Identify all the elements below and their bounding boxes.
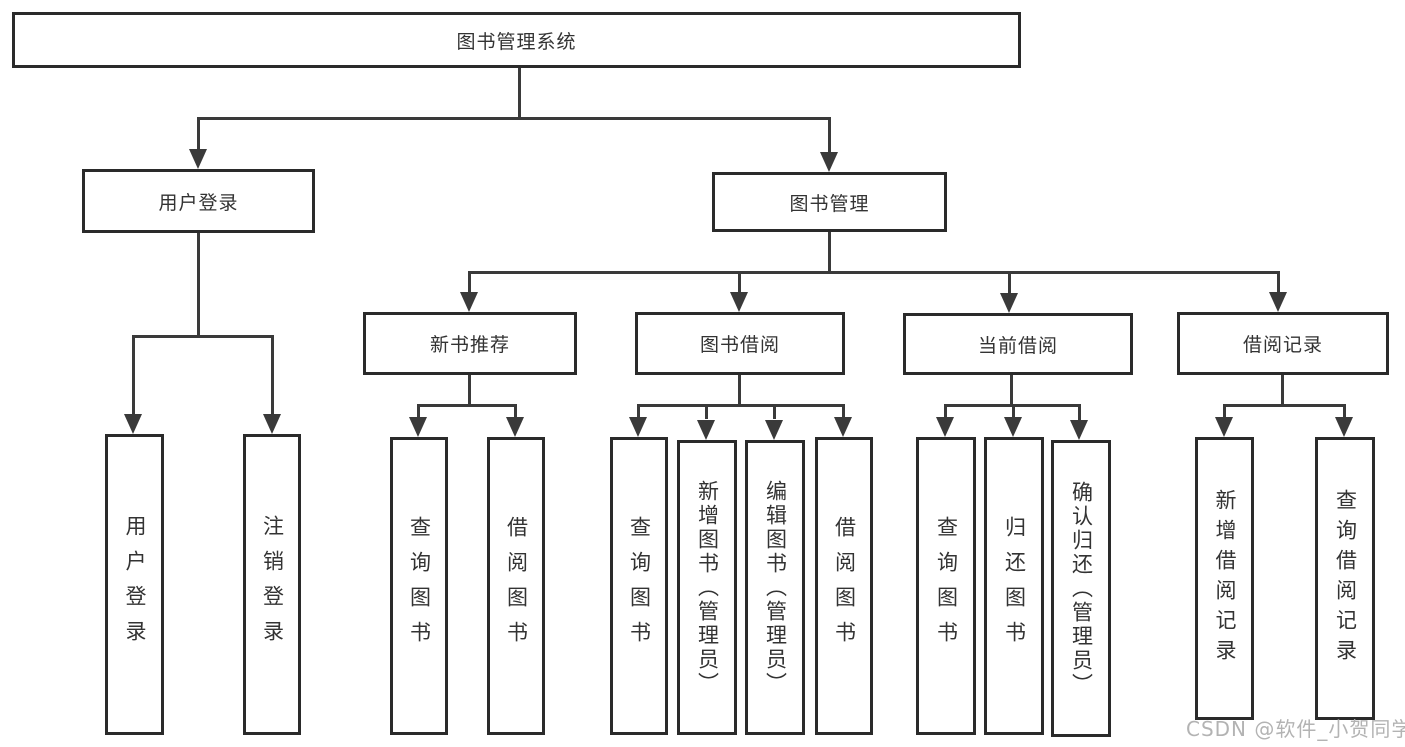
connector-line xyxy=(132,335,274,338)
leaf-query-books-recommend: 查询图书 xyxy=(390,437,448,735)
connector-line xyxy=(738,271,741,295)
arrow-down-icon xyxy=(936,417,954,437)
node-label: 图书管理系统 xyxy=(456,30,577,53)
leaf-borrow-books-borrowing: 借阅图书 xyxy=(815,437,873,735)
node-label: 新增借阅记录 xyxy=(1213,488,1237,669)
node-library-management-system: 图书管理系统 xyxy=(12,12,1021,68)
connector-line xyxy=(1281,375,1284,406)
node-label: 新书推荐 xyxy=(429,334,510,356)
arrow-down-icon xyxy=(1004,417,1022,437)
connector-line xyxy=(1012,404,1015,419)
leaf-logout: 注销登录 xyxy=(243,434,301,735)
arrow-down-icon xyxy=(1215,417,1233,437)
arrow-down-icon xyxy=(1269,292,1287,312)
node-book-management: 图书管理 xyxy=(712,172,947,232)
node-label: 用户登录 xyxy=(158,191,239,214)
arrow-down-icon xyxy=(765,420,783,440)
node-label: 图书管理 xyxy=(789,192,870,215)
node-label: 图书借阅 xyxy=(699,334,780,356)
leaf-user-login: 用户登录 xyxy=(105,434,164,735)
arrow-down-icon xyxy=(697,420,715,440)
connector-line xyxy=(468,375,471,406)
connector-line xyxy=(944,404,947,419)
arrow-down-icon xyxy=(506,417,524,437)
node-label: 编辑图书（管理员） xyxy=(763,479,788,696)
connector-line xyxy=(417,404,517,407)
arrow-down-icon xyxy=(1000,293,1018,313)
leaf-add-borrow-record: 新增借阅记录 xyxy=(1195,437,1254,720)
node-borrowing-records: 借阅记录 xyxy=(1177,312,1389,375)
node-current-borrowing: 当前借阅 xyxy=(903,313,1133,375)
node-label: 注销登录 xyxy=(260,514,285,655)
connector-line xyxy=(637,404,640,419)
arrow-down-icon xyxy=(460,292,478,312)
connector-line xyxy=(828,232,831,273)
node-label: 确认归还（管理员） xyxy=(1069,480,1094,697)
node-label: 借阅记录 xyxy=(1242,334,1323,356)
leaf-query-books-current: 查询图书 xyxy=(916,437,976,735)
connector-line xyxy=(417,404,420,419)
leaf-add-books-admin: 新增图书（管理员） xyxy=(677,440,737,735)
node-new-book-recommendation: 新书推荐 xyxy=(363,312,577,375)
arrow-down-icon xyxy=(629,417,647,437)
leaf-borrow-books-recommend: 借阅图书 xyxy=(487,437,545,735)
connector-line xyxy=(1008,271,1011,296)
node-label: 查询图书 xyxy=(627,516,652,656)
arrow-down-icon xyxy=(409,417,427,437)
leaf-query-books-borrowing: 查询图书 xyxy=(610,437,668,735)
connector-line xyxy=(468,271,1280,274)
arrow-down-icon xyxy=(1070,420,1088,440)
node-label: 查询图书 xyxy=(407,516,432,656)
leaf-confirm-return-admin: 确认归还（管理员） xyxy=(1051,440,1111,737)
arrow-down-icon xyxy=(263,414,281,434)
connector-line xyxy=(637,404,845,407)
leaf-query-borrow-record: 查询借阅记录 xyxy=(1315,437,1375,720)
connector-line xyxy=(828,117,831,155)
connector-line xyxy=(197,117,831,120)
arrow-down-icon xyxy=(189,149,207,169)
connector-line xyxy=(773,404,776,419)
node-label: 当前借阅 xyxy=(977,334,1058,357)
connector-line xyxy=(197,233,200,337)
connector-line xyxy=(514,404,517,419)
arrow-down-icon xyxy=(1335,417,1353,437)
node-label: 查询图书 xyxy=(934,516,959,656)
connector-line xyxy=(1010,375,1013,406)
connector-line xyxy=(705,404,708,419)
arrow-down-icon xyxy=(730,292,748,312)
arrow-down-icon xyxy=(124,414,142,434)
connector-line xyxy=(1078,404,1081,421)
connector-line xyxy=(738,375,741,406)
node-label: 借阅图书 xyxy=(832,516,857,656)
leaf-edit-books-admin: 编辑图书（管理员） xyxy=(745,440,805,735)
connector-line xyxy=(842,404,845,419)
arrow-down-icon xyxy=(820,152,838,172)
leaf-return-books: 归还图书 xyxy=(984,437,1044,735)
arrow-down-icon xyxy=(834,417,852,437)
node-book-borrowing: 图书借阅 xyxy=(635,312,845,375)
node-label: 查询借阅记录 xyxy=(1333,488,1358,669)
node-label: 用户登录 xyxy=(123,514,147,655)
connector-line xyxy=(1223,404,1226,419)
connector-line xyxy=(518,68,521,118)
csdn-watermark: CSDN @软件_小贺同学 xyxy=(1186,717,1405,741)
connector-line xyxy=(1343,404,1346,419)
node-label: 借阅图书 xyxy=(504,516,529,656)
connector-line xyxy=(1277,271,1280,295)
connector-line xyxy=(468,271,471,295)
connector-line xyxy=(1223,404,1346,407)
connector-line xyxy=(132,335,135,417)
node-label: 新增图书（管理员） xyxy=(695,479,720,696)
node-user-login: 用户登录 xyxy=(82,169,315,233)
connector-line xyxy=(197,117,200,153)
connector-line xyxy=(271,335,274,417)
node-label: 归还图书 xyxy=(1002,516,1027,656)
